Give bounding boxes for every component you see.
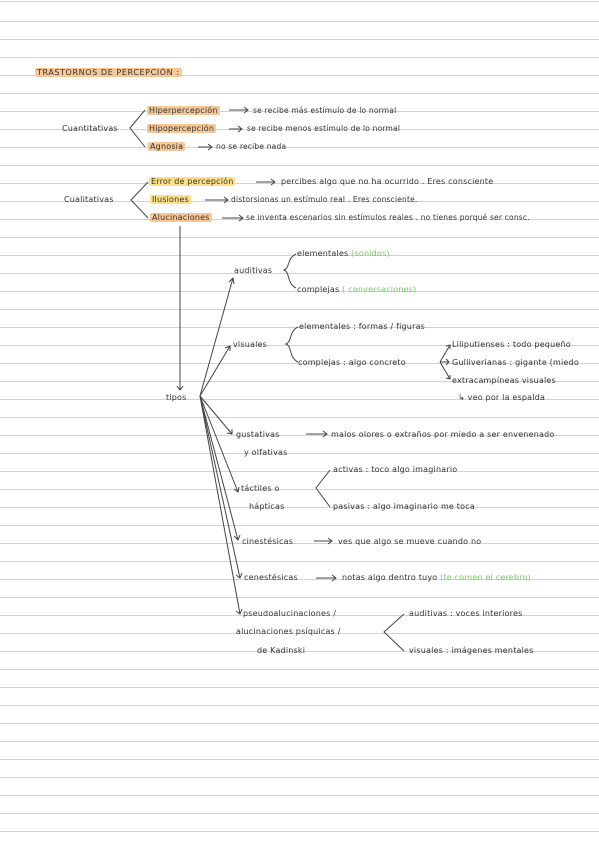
tactiles-line2: hápticas (249, 502, 285, 511)
brace-tactiles (315, 469, 331, 508)
gustativas-line1: gustativas (236, 430, 280, 439)
brace-cualitativas (130, 181, 149, 219)
visuales-label: visuales (233, 340, 268, 349)
auditivas-elementales: elementales (sonidos) (297, 249, 390, 258)
term-agnosia: Agnosia (148, 142, 186, 151)
term-hiperpercepcion: Hiperpercepción (147, 106, 220, 115)
term-alucinaciones: Alucinaciones (150, 213, 212, 222)
tactiles-activas: activas : toco algo imaginario (333, 465, 458, 474)
pseudo-line3: de Kadinski (257, 646, 306, 655)
visuales-extracampineas: extracampíneas visuales (452, 376, 556, 385)
auditivas-complejas: complejas ( conversaciones) (297, 285, 417, 294)
cinestesicas-label: cinestésicas (242, 537, 294, 546)
pseudo-line1: pseudoalucinaciones / (243, 609, 337, 618)
gustativas-line2: y olfativas (244, 448, 288, 457)
cenestesicas-desc: notas algo dentro tuyo (te comen el cere… (342, 573, 531, 582)
cinestesicas-desc: ves que algo se mueve cuando no (338, 537, 482, 546)
auditivas-elementales-note: (sonidos) (351, 249, 390, 258)
desc-agnosia: no se recibe nada (216, 142, 287, 151)
tactiles-pasivas: pasivas : algo imaginario me toca (333, 502, 475, 511)
brace-cuantitativas (129, 109, 146, 148)
tactiles-line1: táctiles o (241, 484, 280, 493)
pseudo-line2: alucinaciones psíquicas / (236, 627, 341, 636)
cenestesicas-note: (te comen el cerebro) (440, 573, 531, 582)
arrow-to-tipos (176, 226, 184, 391)
auditivas-complejas-note: ( conversaciones) (342, 285, 417, 294)
desc-hiperpercepcion: se recibe más estímulo de lo normal (253, 106, 397, 115)
cuantitativas-label: Cuantitativas (62, 124, 118, 133)
auditivas-label: auditivas (234, 266, 273, 275)
cualitativas-label: Cualitativas (64, 195, 114, 204)
gustativas-desc: malos olores o extraños por miedo a ser … (331, 430, 555, 439)
tipos-label: tipos (166, 393, 187, 402)
visuales-elementales: elementales : formas / figuras (299, 322, 426, 331)
page-title: TRASTORNOS DE PERCEPCIÓN : (35, 68, 182, 77)
desc-alucinaciones: se inventa escenarios sin estímulos real… (246, 213, 530, 222)
term-ilusiones: Ilusiones (150, 195, 191, 204)
term-hipopercepcion: Hipopercepción (147, 124, 217, 133)
pseudo-visuales: visuales : imágenes mentales (409, 646, 534, 655)
brace-auditivas (282, 253, 297, 289)
brace-pseudo (383, 613, 405, 652)
visuales-gulliverianas: Gulliverianas : gigante (miedo (452, 358, 579, 367)
desc-error-percepcion: percibes algo que no ha ocurrido . Eres … (281, 177, 494, 186)
visuales-liliputienses: Liliputienses : todo pequeño (452, 340, 571, 349)
pseudo-auditivas: auditivas : voces interiores (409, 609, 523, 618)
visuales-complejas: complejas : algo concreto (298, 358, 406, 367)
brace-visuales (284, 326, 299, 363)
cenestesicas-label: cenestésicas (244, 573, 298, 582)
visuales-espalda: ↳ veo por la espalda (458, 393, 546, 402)
desc-hipopercepcion: se recibe menos estímulo de lo normal (247, 124, 401, 133)
desc-ilusiones: distorsionas un estímulo real . Eres con… (231, 195, 418, 204)
term-error-percepcion: Error de percepción (149, 177, 236, 186)
